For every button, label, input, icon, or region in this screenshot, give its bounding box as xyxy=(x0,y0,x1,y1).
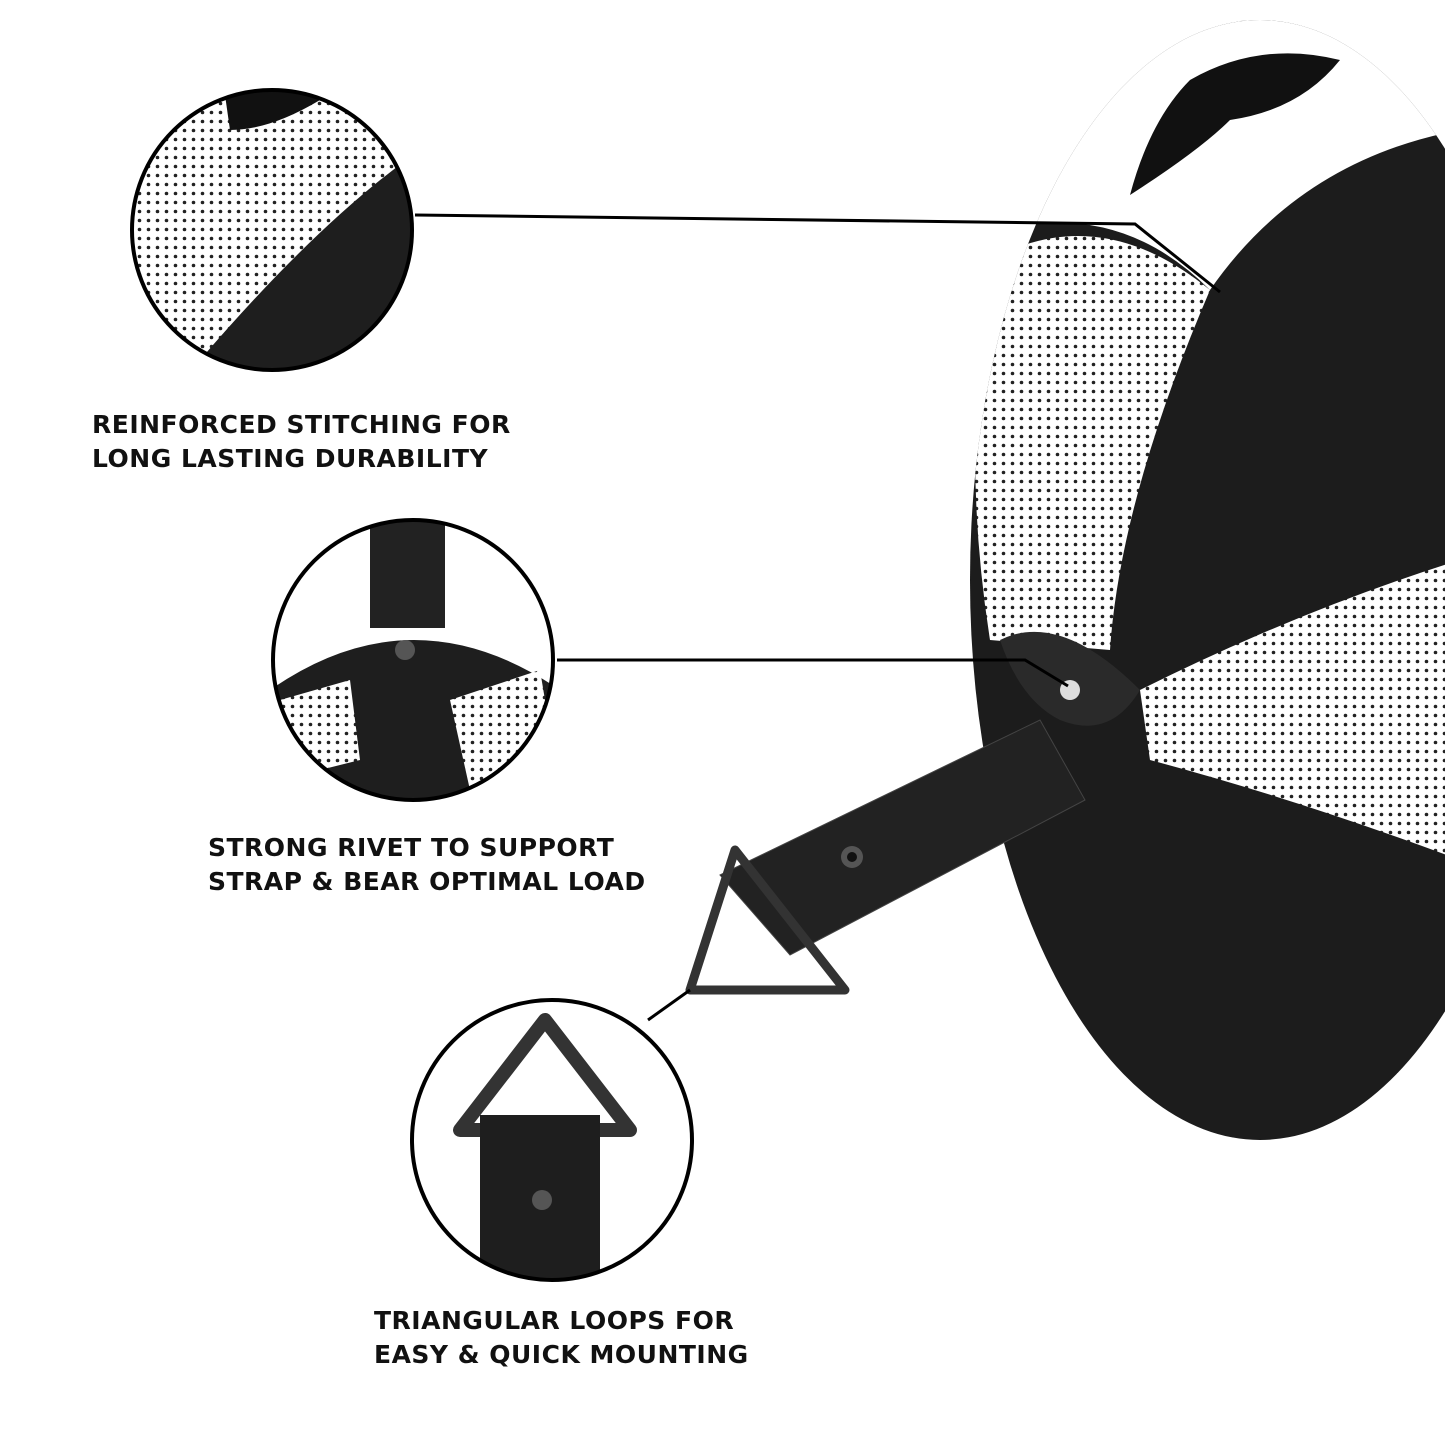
triangle-loop-closeup xyxy=(410,998,694,1282)
callout-lines xyxy=(414,213,1221,1022)
stitching-closeup xyxy=(130,88,414,372)
caption-line: EASY & QUICK MOUNTING xyxy=(374,1340,749,1369)
feature-caption-loops: TRIANGULAR LOOPS FOR EASY & QUICK MOUNTI… xyxy=(374,1304,749,1372)
caption-line: REINFORCED STITCHING FOR xyxy=(92,410,511,439)
caption-line: STRONG RIVET TO SUPPORT xyxy=(208,833,615,862)
rivet-closeup xyxy=(271,518,555,802)
double-end-bag xyxy=(970,20,1445,1140)
caption-line: STRAP & BEAR OPTIMAL LOAD xyxy=(208,867,646,896)
feature-caption-stitching: REINFORCED STITCHING FOR LONG LASTING DU… xyxy=(92,408,511,476)
logo-mark xyxy=(1130,53,1340,196)
feature-caption-rivet: STRONG RIVET TO SUPPORT STRAP & BEAR OPT… xyxy=(208,831,646,899)
caption-line: TRIANGULAR LOOPS FOR xyxy=(374,1306,735,1335)
caption-line: LONG LASTING DURABILITY xyxy=(92,444,489,473)
strap xyxy=(685,719,1086,995)
